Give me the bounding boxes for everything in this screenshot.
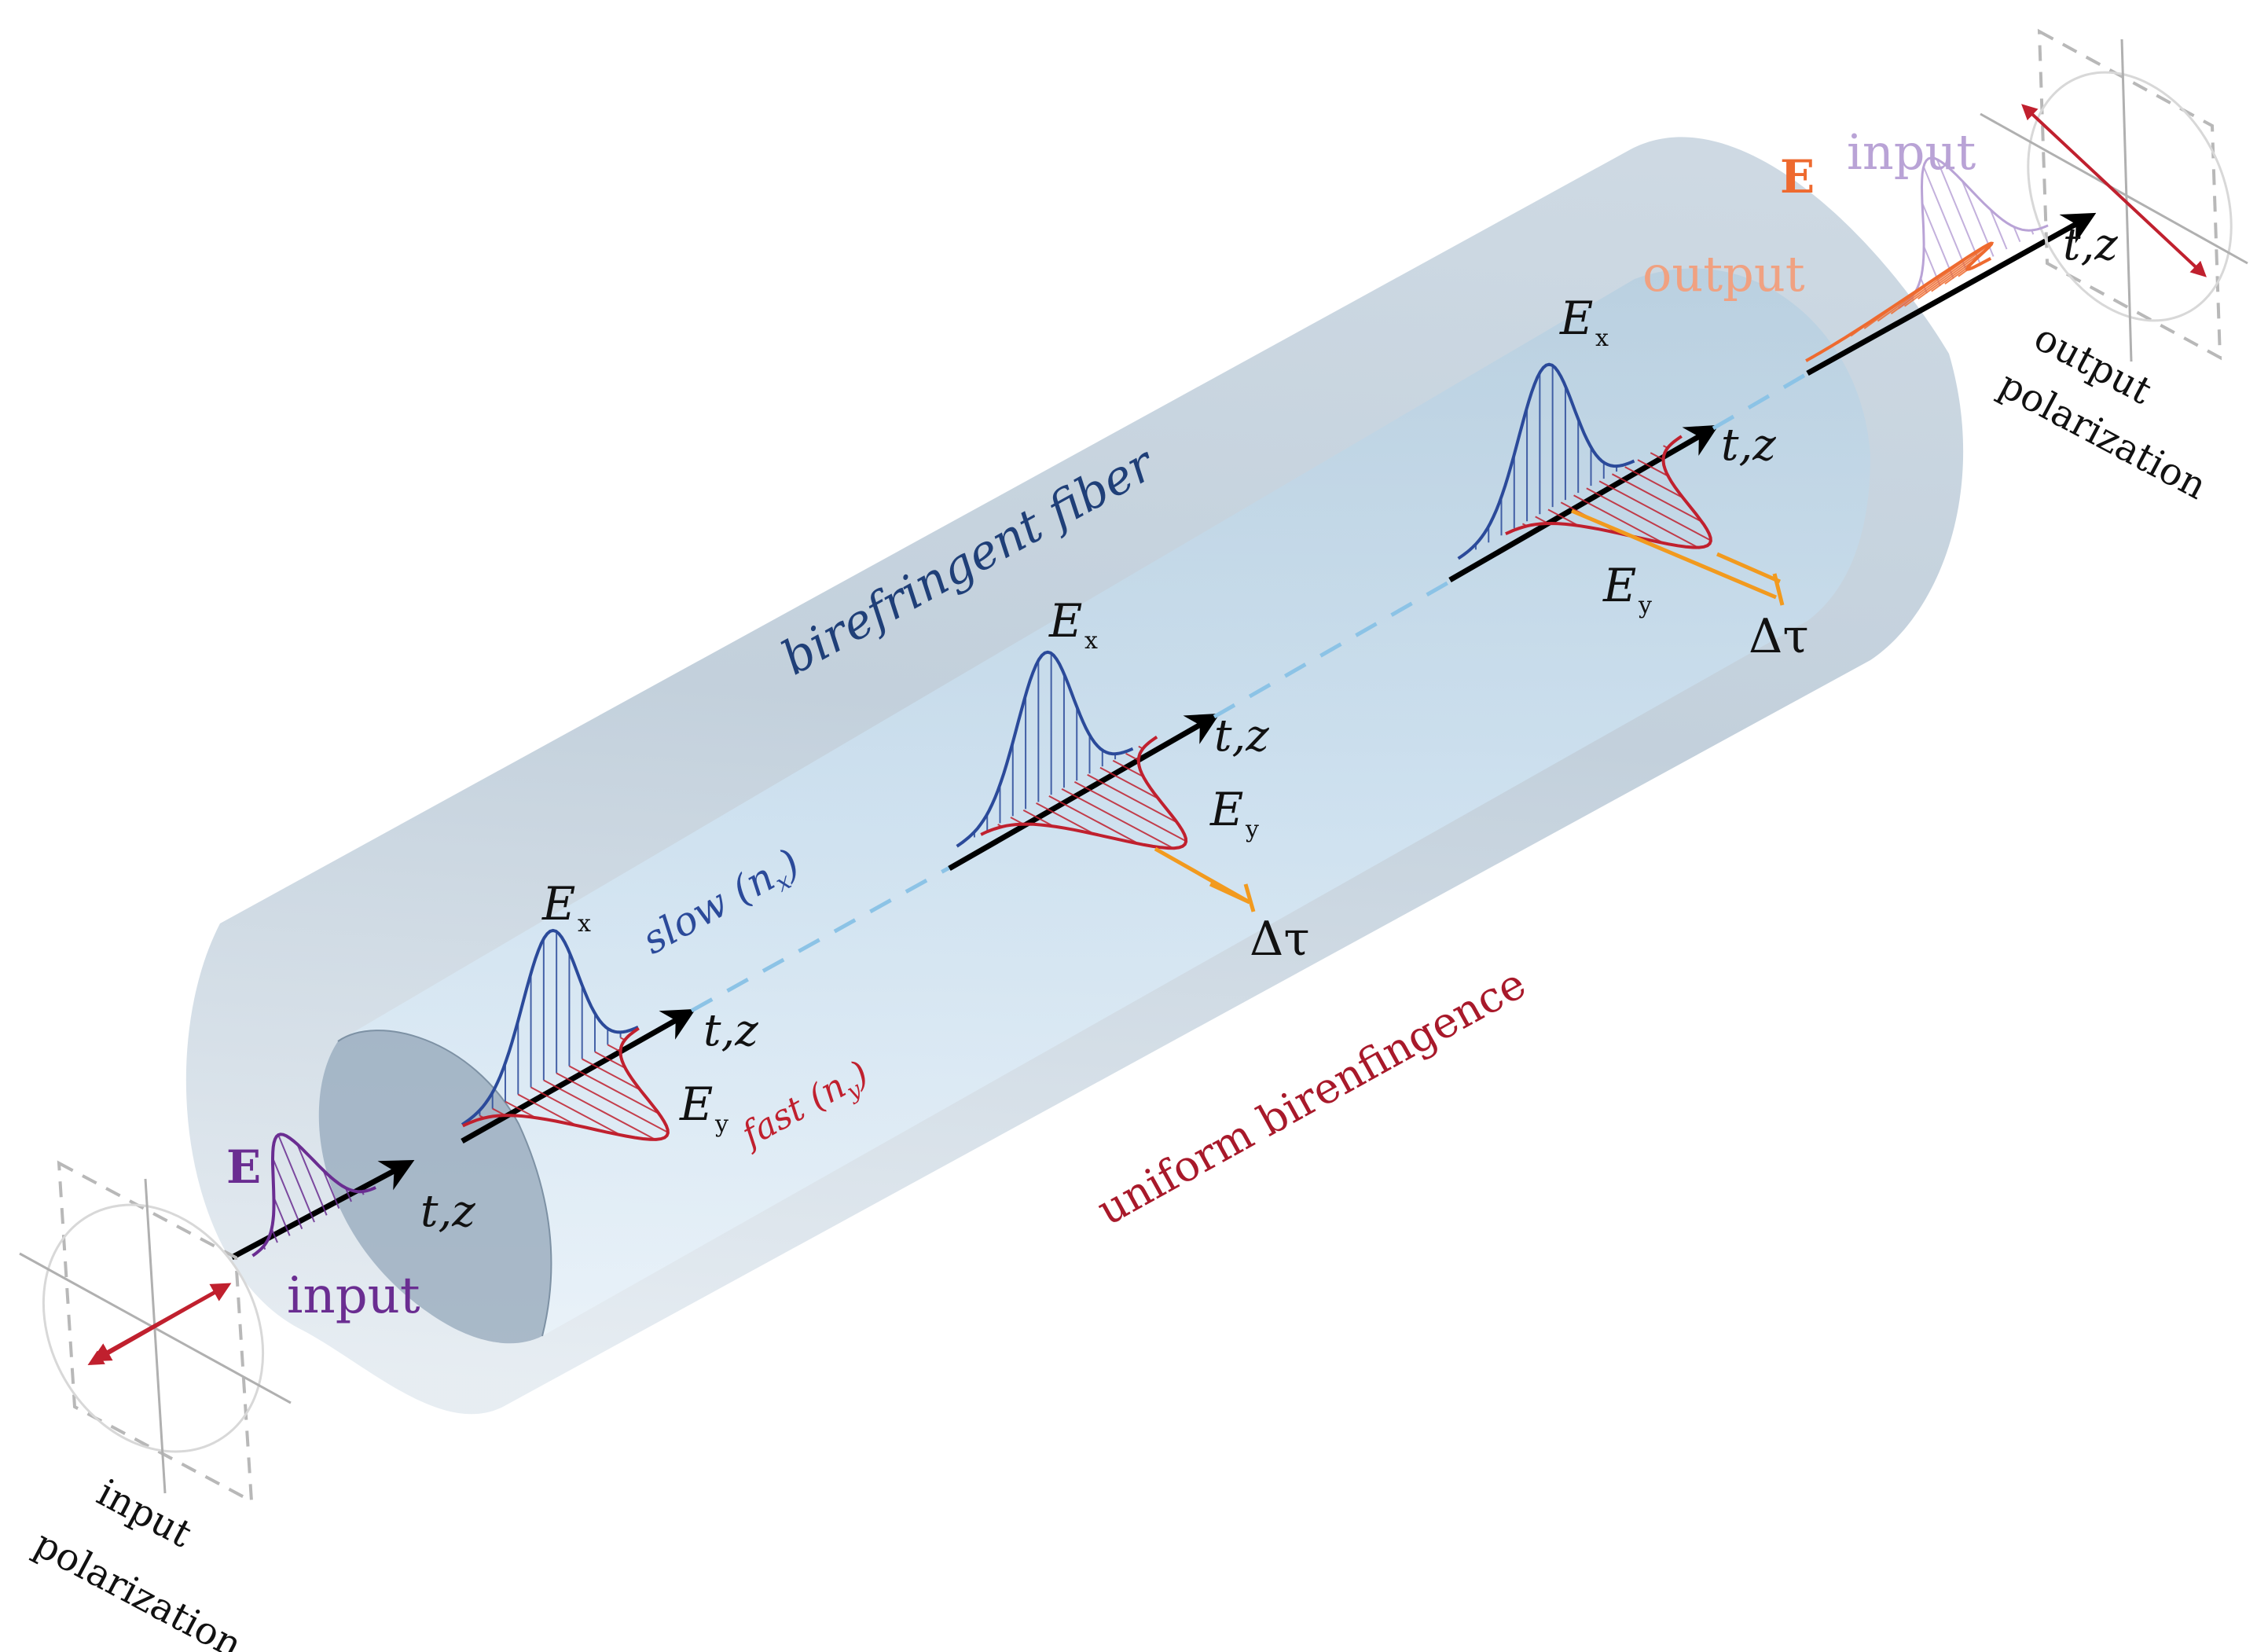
delay-marker-3: [1571, 508, 1785, 606]
output-pulse-label: output: [1642, 245, 1805, 303]
svg-text:x: x: [1595, 325, 1609, 352]
input-pulse: [251, 1133, 376, 1257]
axis-label-input: t,z: [420, 1186, 475, 1237]
Ex-pulse-1: [461, 928, 639, 1126]
svg-text:x: x: [578, 910, 591, 938]
svg-text:E: E: [679, 1077, 713, 1131]
output-faded-input-label: input: [1847, 123, 1976, 181]
Ey-label-2: E y: [1209, 783, 1259, 843]
svg-text:E: E: [1559, 292, 1593, 345]
Ex-label-1: E x: [541, 877, 591, 938]
svg-text:y: y: [714, 1111, 728, 1138]
input-polarization-arrow: [90, 1283, 232, 1362]
axis-label-3: t,z: [1721, 420, 1776, 471]
Ex-label-2: E x: [1048, 594, 1098, 655]
delay-label-2: Δτ: [1250, 912, 1310, 967]
output-polarization-label: output polarization: [1991, 315, 2214, 508]
Ey-pulse-2: [980, 736, 1188, 850]
output-field-label: E: [1780, 150, 1815, 204]
Ex-pulse-2: [956, 650, 1134, 848]
svg-text:polarization: polarization: [27, 1522, 249, 1652]
input-field-label: E: [226, 1140, 261, 1194]
axis-label-output: t,z: [2063, 219, 2118, 270]
svg-text:y: y: [1245, 816, 1259, 843]
output-faded-input-pulse: [1897, 156, 2049, 310]
svg-text:input: input: [90, 1470, 199, 1556]
Ey-pulse-3: [1505, 435, 1712, 549]
delay-marker-2: [1154, 846, 1256, 912]
delay-label-3: Δτ: [1749, 609, 1809, 664]
svg-text:E: E: [541, 877, 575, 931]
svg-text:E: E: [1048, 594, 1082, 648]
propagation-axis: [230, 212, 2097, 1261]
svg-text:E: E: [1209, 783, 1243, 836]
Ex-pulse-3: [1457, 362, 1635, 560]
axis-label-1: t,z: [703, 1005, 758, 1056]
input-polarization-label: input polarization: [27, 1470, 249, 1652]
Ey-label-3: E y: [1602, 559, 1652, 619]
axis-label-2: t,z: [1214, 710, 1269, 762]
svg-text:y: y: [1638, 592, 1652, 619]
svg-text:E: E: [1602, 559, 1636, 612]
Ey-pulse-1: [462, 1026, 670, 1141]
output-pulse: [1805, 241, 1995, 362]
Ex-label-3: E x: [1559, 292, 1609, 352]
Ey-label-1: E y: [679, 1077, 728, 1138]
input-pulse-label: input: [287, 1267, 420, 1325]
svg-text:x: x: [1084, 627, 1098, 655]
output-polarization-frame: [1980, 28, 2248, 362]
